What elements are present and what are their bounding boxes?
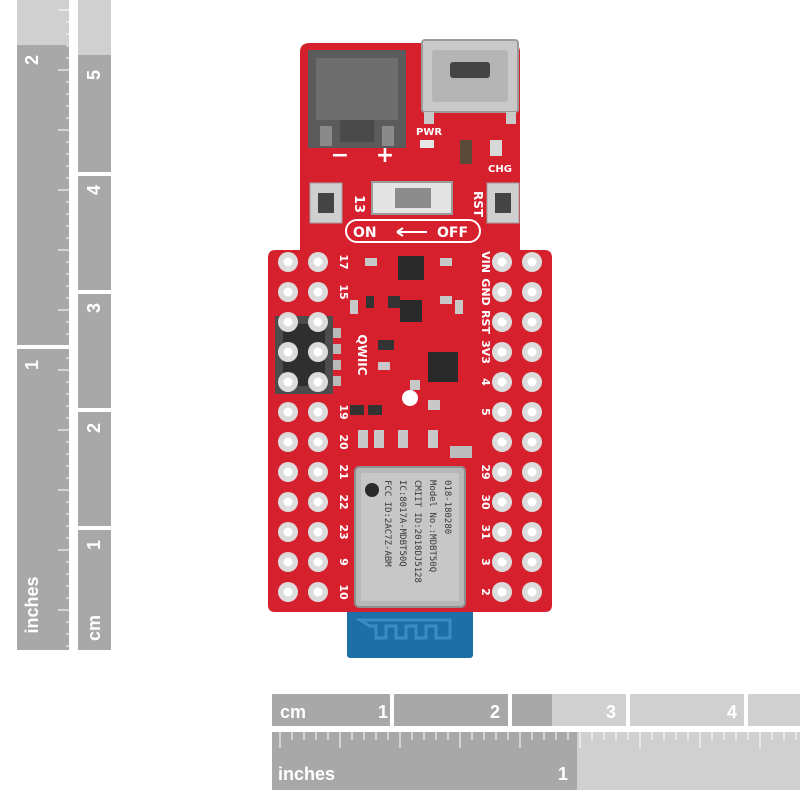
bottom-inch-number-1: 1 [558, 764, 568, 784]
bottom-cm-number-1: 1 [378, 702, 388, 722]
left-cm-label: cm [84, 615, 104, 641]
right-pin-label: VIN [479, 251, 492, 273]
bottom-ruler: cm 1 2 3 4 inches 1 [272, 694, 800, 790]
right-pin-label: 3V3 [479, 340, 492, 364]
left-cm-number-1: 1 [84, 540, 104, 550]
battery-connector [308, 50, 406, 148]
usb-connector [421, 39, 519, 124]
smd-components [350, 256, 472, 458]
antenna [347, 602, 473, 658]
chg-led-label: CHG [488, 164, 512, 175]
left-pin-label: 17 [337, 254, 350, 269]
bluetooth-module [354, 466, 466, 608]
right-pin-label: RST [479, 310, 492, 334]
right-pin-label: 4 [479, 378, 492, 386]
left-inch-number-1: 1 [22, 360, 42, 370]
battery-minus-label: − [331, 143, 349, 168]
left-pin-label: 10 [337, 584, 350, 600]
button-13-label: 13 [351, 195, 366, 213]
bottom-inches-label: inches [278, 764, 335, 784]
left-pin-label: 15 [337, 284, 350, 299]
bottom-cm-number-3: 3 [606, 702, 616, 722]
left-cm-number-5: 5 [84, 70, 104, 80]
right-pin-label: GND [479, 278, 492, 305]
button-rst [486, 182, 520, 224]
left-ruler: 5 4 3 2 1 cm 2 1 inches [17, 0, 111, 650]
left-cm-number-3: 3 [84, 303, 104, 313]
module-text-line-2: IC:8017A-MDBT50Q [397, 480, 407, 567]
right-pin-label: 3 [479, 558, 492, 566]
bottom-cm-label: cm [280, 702, 306, 722]
bottom-cm-number-4: 4 [727, 702, 737, 722]
module-text-line-1: FCC ID:2AC7Z-ABM [382, 480, 392, 567]
pwr-led-label: PWR [416, 127, 442, 138]
pcb-board: − + PWR CHG 13 RST [268, 39, 552, 612]
right-pin-label: 31 [479, 524, 492, 539]
module-text-line-3: CMIIT ID:2018DJ5128 [412, 480, 422, 583]
left-pin-label: 21 [337, 464, 350, 479]
qwiic-label: QWIIC [355, 334, 369, 375]
left-pin-label: 9 [337, 558, 350, 566]
left-cm-number-4: 4 [84, 185, 104, 195]
left-pin-label: 20 [337, 434, 350, 450]
left-inch-number-2: 2 [22, 55, 42, 65]
module-text-line-5: 018-180280 [442, 480, 452, 534]
right-pin-label: 2 [479, 588, 492, 596]
button-rst-label: RST [471, 191, 485, 218]
left-pin-label: 22 [337, 494, 350, 509]
battery-plus-label: + [376, 143, 394, 168]
bottom-cm-number-2: 2 [490, 702, 500, 722]
left-cm-number-2: 2 [84, 423, 104, 433]
right-pin-label: 5 [479, 408, 492, 416]
left-pin-label: 19 [337, 404, 350, 419]
left-inches-label: inches [22, 576, 42, 633]
right-pin-label: 29 [479, 464, 492, 479]
right-pin-label: 30 [479, 494, 492, 510]
left-pin-label: 23 [337, 524, 350, 539]
pin-pads [278, 252, 542, 602]
button-13 [309, 182, 343, 224]
module-text-line-4: Model No.:MDBT50Q [427, 480, 437, 572]
power-switch [371, 181, 453, 215]
switch-on-label: ON [353, 225, 377, 241]
switch-off-label: OFF [437, 225, 468, 241]
